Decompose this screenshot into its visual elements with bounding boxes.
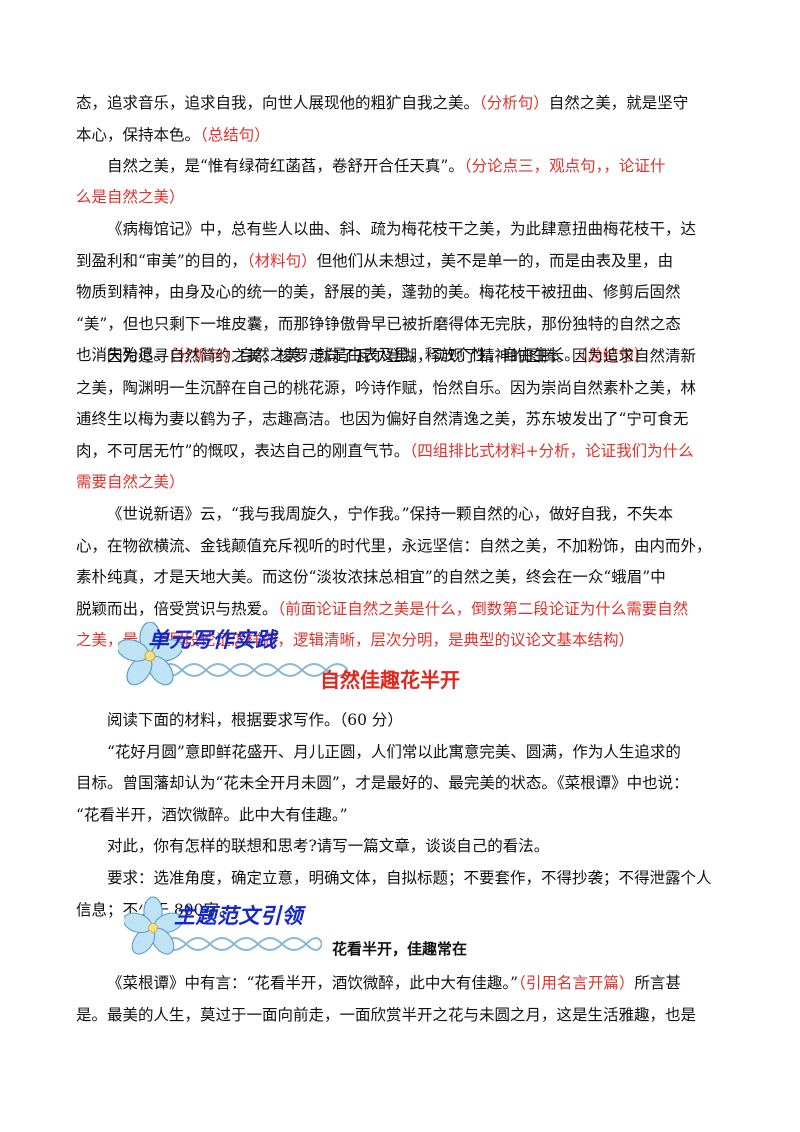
material-text: “花好月圆”意即鲜花盛开、月儿正圆，人们常以此寓意完美、圆满，作为人生追求的 xyxy=(107,742,681,761)
body-text: 自然之美，就是坚守 xyxy=(548,94,689,112)
body-text: 素朴纯真，才是天地大美。而这份“淡妆浓抹总相宜”的自然之美，终会在一众“蛾眉”中 xyxy=(76,568,666,587)
annotation-text: 么是自然之美） xyxy=(76,188,185,206)
essay-title: 花看半开，佳趣常在 xyxy=(332,940,468,958)
annotation-text: （总结句） xyxy=(579,346,650,365)
material-text: “花看半开，酒饮微醉。此中大有佳趣。” xyxy=(76,805,348,824)
essay-paragraph-1: 《菜根谭》中有言：“花看半开，酒饮微醉，此中大有佳趣。”（引用名言开篇）所言甚 … xyxy=(76,968,724,1031)
annotation-text: （分析句） xyxy=(479,94,549,112)
body-text: 本心，保持本色。 xyxy=(76,125,201,144)
paragraph-2-cont: 么是自然之美） xyxy=(76,182,724,214)
body-text: 自然之美，是“惟有绿荷红菡萏，卷舒开合任天真”。 xyxy=(107,157,464,175)
section-heading-writing-practice: 单元写作实践 自然佳趣花半开 xyxy=(118,618,678,694)
body-text: 逋终生以梅为妻以鹤为子，志趣高洁。也因为偏好自然清逸之美，苏东坡发出了“宁可食无 xyxy=(76,410,689,429)
body-text: 《菜根谭》中有言：“花看半开，酒饮微醉，此中大有佳趣。” xyxy=(107,974,519,992)
wave-ornament xyxy=(162,937,322,951)
section-subtitle: 自然佳趣花半开 xyxy=(320,668,460,692)
body-text: 《世说新语》云，“我与我周旋久，宁作我。”保持一颗自然的心，做好自我，不失本 xyxy=(107,505,674,523)
task-intro: 阅读下面的材料，根据要求写作。（60 分） xyxy=(107,711,403,729)
writing-task: 阅读下面的材料，根据要求写作。（60 分） “花好月圆”意即鲜花盛开、月儿正圆，… xyxy=(76,705,724,926)
body-text: 所言甚 xyxy=(634,974,681,992)
paragraph-4: 因为追寻自然简约之美，梭罗走向了瓦尔登湖，实现了精神的图腾。因为追求自然清新 之… xyxy=(76,341,724,499)
paragraph-5: 《世说新语》云，“我与我周旋久，宁作我。”保持一颗自然的心，做好自我，不失本 心… xyxy=(76,499,724,657)
annotation-text: 之美，最后结尾段论证怎样做，逻辑清晰，层次分明，是典型的议论文基本结构） xyxy=(76,631,635,650)
paragraph-1: 态，追求音乐，追求自我，向世人展现他的粗犷自我之美。（分析句）自然之美，就是坚守… xyxy=(76,88,724,151)
body-text: 脱颖而出，倍受赏识与热爱。 xyxy=(76,599,278,618)
paragraph-3: 《病梅馆记》中，总有些人以曲、斜、疏为梅花枝干之美，为此肆意扭曲梅花枝干，达 到… xyxy=(76,214,724,372)
annotation-text: （材料句） xyxy=(246,251,317,270)
section-title: 主题范文引领 xyxy=(174,904,303,928)
body-text: 到盈利和“审美”的目的， xyxy=(76,251,247,270)
wave-ornament xyxy=(158,663,348,677)
task-requirements: 要求：选准角度，确定立意，明确文体，自拟标题；不要套作，不得抄袭；不得泄露个人 xyxy=(107,868,712,887)
annotation-text: （前面论证自然之美是什么，倒数第二段论证为什么需要自然 xyxy=(277,599,689,618)
annotation-text: （分论点三，观点句，，论证什 xyxy=(463,157,666,175)
annotation-text: （分析句） xyxy=(169,346,239,365)
annotation-text: （总结句） xyxy=(200,125,270,144)
body-text: 因为追寻自然简约之美，梭罗走向了瓦尔登湖，实现了精神的图腾。因为追求自然清新 xyxy=(107,347,697,365)
body-text: 是。最美的人生，莫过于一面向前走，一面欣赏半开之花与未圆之月，这是生活雅趣，也是 xyxy=(76,1005,697,1024)
body-text: 心，在物欲横流、金钱颠值充斥视听的时代里，永远坚信：自然之美，不加粉饰，由内而外… xyxy=(76,536,712,555)
material-text: 目标。曾国藩却认为“花未全开月未圆”，才是最好的、最完美的状态。《菜根谭》中也说… xyxy=(76,774,689,793)
body-text: 自然之美，就是由表及里，释放个性，自由生长。 xyxy=(238,346,580,365)
body-text: 物质到精神，由身及心的统一的美，舒展的美，蓬勃的美。梅花枝干被扭曲、修剪后固然 xyxy=(76,283,681,302)
annotation-text: （引用名言开篇） xyxy=(518,974,635,992)
flower-icon xyxy=(124,896,182,955)
section-title: 单元写作实践 xyxy=(148,628,277,652)
paragraph-2: 自然之美，是“惟有绿荷红菡萏，卷舒开合任天真”。（分论点三，观点句，，论证什 xyxy=(76,151,724,183)
body-text: “美”，但也只剩下一堆皮囊，而那铮铮傲骨早已被折磨得体无完肤，那份独特的自然之态 xyxy=(76,314,681,333)
flower-icon xyxy=(118,622,182,686)
body-text: 态，追求音乐，追求自我，向世人展现他的粗犷自我之美。 xyxy=(76,94,480,112)
body-text: 也消失殆尽。 xyxy=(76,346,170,365)
annotation-text: （四组排比式材料+分析，论证我们为什么 xyxy=(409,441,694,460)
body-text: 《病梅馆记》中，总有些人以曲、斜、疏为梅花枝干之美，为此肆意扭曲梅花枝干，达 xyxy=(107,220,697,238)
body-text: 但他们从未想过，美不是单一的，而是由表及里，由 xyxy=(316,251,674,270)
body-text: 之美，陶渊明一生沉醉在自己的桃花源，吟诗作赋，怡然自乐。因为崇尚自然素朴之美，林 xyxy=(76,378,697,397)
task-question: 对此，你有怎样的联想和思考?请写一篇文章，谈谈自己的看法。 xyxy=(107,837,550,856)
annotation-text: 需要自然之美） xyxy=(76,473,185,492)
section-heading-model-essay: 主题范文引领 花看半开，佳趣常在 xyxy=(118,896,678,966)
body-text: 肉，不可居无竹”的慨叹，表达自己的刚直气节。 xyxy=(76,441,410,460)
